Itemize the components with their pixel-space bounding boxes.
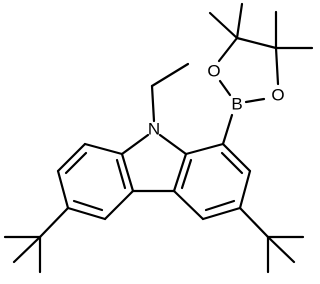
bond-c8-c7-inner (64, 151, 88, 175)
bond-cq-me-left (12, 235, 42, 264)
bond-c9a-n (120, 133, 150, 156)
bond-o-upper-cq1 (217, 36, 239, 63)
tert-butyl-right (238, 206, 305, 274)
oxygen-lower-label: O (271, 86, 284, 105)
bond-ch2-ch3 (150, 62, 190, 88)
bond-o-lower-cq2 (274, 46, 280, 86)
bond-cq1-me-b (235, 2, 244, 40)
bond-c5-c4b (103, 189, 135, 221)
bond-c4a-c8a-inner (180, 158, 193, 190)
bond-c2-c3 (238, 169, 252, 210)
bond-c8a-c1 (184, 142, 225, 156)
bond-cq-me-diag (266, 235, 296, 264)
bond-c1-c2-inner (220, 151, 244, 175)
nitrogen-label: N (148, 120, 160, 139)
atom-labels: N B O O (148, 62, 285, 139)
bond-c3-c4 (201, 206, 242, 221)
ethyl-group (150, 62, 190, 123)
bond-c4b-c9a (120, 152, 135, 193)
bond-c1-c2 (221, 142, 252, 173)
bond-b-o-lower (244, 97, 266, 104)
bond-cq1-cq2 (235, 36, 278, 50)
tert-butyl-left (3, 206, 70, 274)
bond-n-c8a (158, 133, 188, 156)
boron-label: B (231, 95, 242, 114)
bond-c4-c4a (172, 189, 205, 221)
bond-c9a-c8 (83, 142, 124, 156)
pyrrole-ring (120, 133, 188, 193)
bond-c4b-c9a-inner (115, 158, 127, 190)
bond-c6-c5-inner (72, 199, 104, 212)
bond-c6-c5 (66, 206, 107, 221)
bond-c1-b (221, 113, 234, 146)
bond-b-o-upper (218, 79, 232, 97)
right-benzene-ring (172, 142, 252, 221)
left-benzene-ring (56, 142, 135, 221)
bond-c3-cq (238, 206, 270, 239)
bond-c7-c6 (56, 169, 70, 210)
bond-n-ch2 (150, 84, 156, 123)
bond-cq1-me-a (208, 11, 239, 40)
bond-c6-cq (38, 206, 70, 239)
bond-c3-c4-inner (204, 199, 236, 212)
pinacol-boronate (208, 2, 314, 146)
bond-c4a-c8a (172, 152, 188, 193)
bond-c8-c7 (56, 142, 87, 173)
oxygen-upper-label: O (207, 62, 220, 81)
